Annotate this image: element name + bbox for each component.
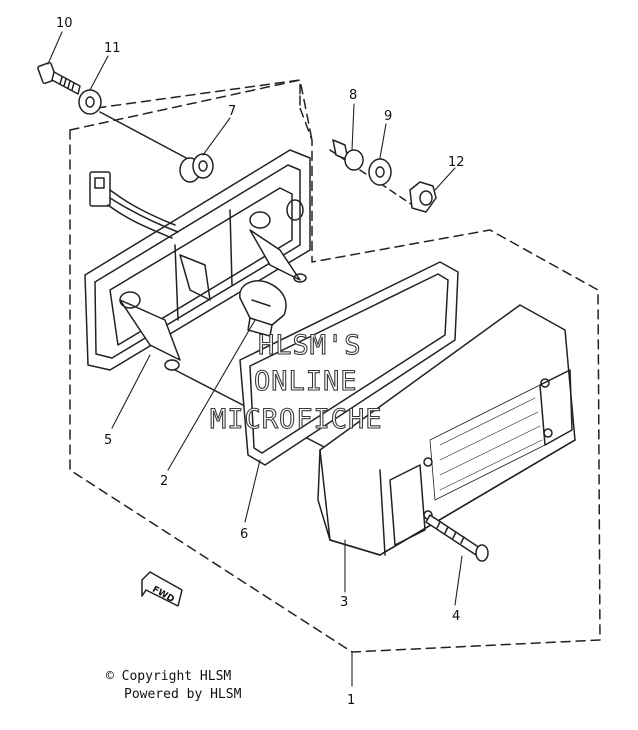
powered-by-text: Powered by HLSM bbox=[124, 687, 242, 702]
callout-leaders bbox=[47, 31, 463, 687]
callout-11: 11 bbox=[104, 41, 121, 56]
copyright-text: © Copyright HLSM bbox=[106, 669, 232, 684]
callout-9: 9 bbox=[384, 109, 392, 124]
assembly-boundary-upper bbox=[81, 79, 313, 141]
bolt-guide-line bbox=[99, 111, 191, 161]
assembly-boundary-outline bbox=[69, 107, 601, 653]
callout-5: 5 bbox=[104, 433, 112, 448]
callout-2: 2 bbox=[160, 474, 168, 489]
bulb bbox=[239, 280, 287, 337]
washer-9 bbox=[368, 158, 392, 186]
watermark-line-1: HLSM'S bbox=[258, 330, 362, 361]
grommet bbox=[179, 153, 214, 183]
gasket bbox=[239, 261, 459, 466]
washer-11 bbox=[78, 89, 102, 115]
collar bbox=[332, 139, 364, 171]
callout-1: 1 bbox=[347, 693, 355, 708]
forward-arrow-icon bbox=[141, 571, 183, 607]
lens bbox=[317, 304, 576, 556]
watermark-line-3: MICROFICHE bbox=[210, 404, 383, 435]
callout-4: 4 bbox=[452, 609, 460, 624]
light-base-housing bbox=[84, 149, 311, 371]
callout-7: 7 bbox=[228, 104, 236, 119]
watermark-line-2: ONLINE bbox=[254, 366, 358, 397]
callout-12: 12 bbox=[448, 155, 465, 170]
wire-connector bbox=[89, 171, 179, 239]
assembly-boundary bbox=[69, 79, 301, 131]
screw bbox=[425, 514, 489, 562]
callout-10: 10 bbox=[56, 16, 73, 31]
callout-3: 3 bbox=[340, 595, 348, 610]
callout-6: 6 bbox=[240, 527, 248, 542]
nut bbox=[409, 181, 437, 213]
bolt bbox=[37, 61, 81, 95]
callout-8: 8 bbox=[349, 88, 357, 103]
